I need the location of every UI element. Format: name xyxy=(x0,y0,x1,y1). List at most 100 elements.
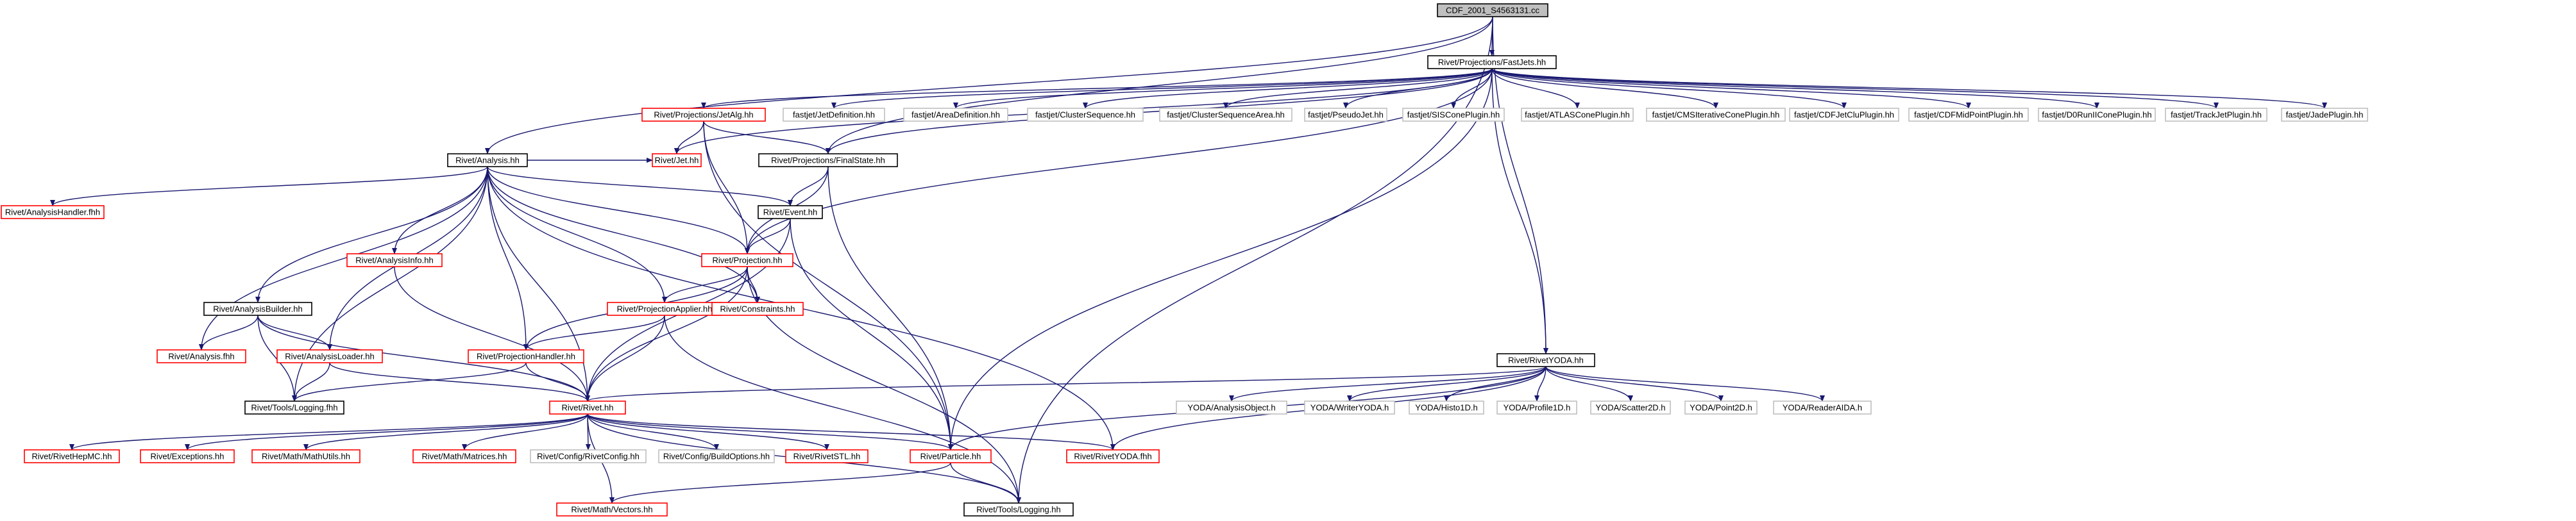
node-analysisbuilder[interactable]: Rivet/AnalysisBuilder.hh xyxy=(203,302,312,316)
edge-rivethh-to-exceptions xyxy=(185,413,588,451)
edge-analysis-to-projection xyxy=(487,166,750,254)
edge-rivetyoda-to-yodascatter xyxy=(1545,366,1633,402)
edge-fastjets-to-cdfmidpoint xyxy=(1491,68,1971,109)
node-label-yodaprofile: YODA/Profile1D.h xyxy=(1504,402,1571,412)
edge-analysis-to-projectionhandler xyxy=(487,166,529,351)
edge-jetalg-to-finalstate xyxy=(703,120,831,154)
edge-fastjets-to-clusterseqarea xyxy=(1223,68,1493,109)
node-constraints[interactable]: Rivet/Constraints.hh xyxy=(711,302,804,316)
node-box-rivetstl xyxy=(785,449,869,463)
node-box-rivetyoda xyxy=(1496,353,1595,367)
edge-rivethh-to-rivetstl xyxy=(587,413,829,451)
node-label-event: Rivet/Event.hh xyxy=(763,207,818,217)
node-toolslogginghh[interactable]: Rivet/Tools/Logging.hh xyxy=(963,502,1074,517)
node-clusterseqarea: fastjet/ClusterSequenceArea.hh xyxy=(1159,108,1292,122)
edge-jetalg-to-jet xyxy=(674,120,704,154)
node-box-atlascone xyxy=(1521,108,1634,122)
node-projection[interactable]: Rivet/Projection.hh xyxy=(701,253,793,267)
node-analysishandler[interactable]: Rivet/AnalysisHandler.fhh xyxy=(1,205,105,219)
node-label-clusterseq: fastjet/ClusterSequence.hh xyxy=(1035,110,1135,119)
node-yodaprofile: YODA/Profile1D.h xyxy=(1496,401,1577,415)
node-box-d0run xyxy=(2038,108,2156,122)
node-box-siscone xyxy=(1402,108,1505,122)
node-label-clusterseqarea: fastjet/ClusterSequenceArea.hh xyxy=(1167,110,1285,119)
node-analysisfhh[interactable]: Rivet/Analysis.fhh xyxy=(157,349,246,363)
node-box-vectors xyxy=(556,502,668,517)
edge-projection-to-projectionapplier xyxy=(662,266,748,303)
edge-projection-to-rivethh xyxy=(585,266,748,402)
node-toolsloggingfhh[interactable]: Rivet/Tools/Logging.fhh xyxy=(244,401,344,415)
node-root: CDF_2001_S4563131.cc xyxy=(1437,3,1548,17)
node-box-analysisbuilder xyxy=(203,302,312,316)
node-box-analysishandler xyxy=(1,205,105,219)
node-box-rivetyodafhh xyxy=(1066,449,1160,463)
node-box-yodaprofile xyxy=(1496,401,1577,415)
node-exceptions[interactable]: Rivet/Exceptions.hh xyxy=(140,449,235,463)
edge-projectionhandler-to-toolsloggingfhh xyxy=(292,362,527,402)
node-label-yodareader: YODA/ReaderAIDA.h xyxy=(1783,402,1862,412)
node-label-yodawriter: YODA/WriterYODA.h xyxy=(1310,402,1389,412)
node-jet[interactable]: Rivet/Jet.hh xyxy=(652,153,702,167)
edge-rivethh-to-mathutils xyxy=(303,413,588,451)
node-label-projection: Rivet/Projection.hh xyxy=(712,255,782,265)
node-label-jet: Rivet/Jet.hh xyxy=(655,155,699,165)
node-box-toolsloggingfhh xyxy=(244,401,344,415)
node-projectionhandler[interactable]: Rivet/ProjectionHandler.hh xyxy=(468,349,584,363)
node-rivethepmc[interactable]: Rivet/RivetHepMC.hh xyxy=(24,449,120,463)
node-rivetyodafhh[interactable]: Rivet/RivetYODA.fhh xyxy=(1066,449,1160,463)
node-analysisloader[interactable]: Rivet/AnalysisLoader.hh xyxy=(276,349,383,363)
node-box-projection xyxy=(701,253,793,267)
node-analysis[interactable]: Rivet/Analysis.hh xyxy=(447,153,528,167)
node-box-analysisfhh xyxy=(157,349,246,363)
node-box-jade xyxy=(2281,108,2368,122)
node-analysisinfo[interactable]: Rivet/AnalysisInfo.hh xyxy=(346,253,443,267)
node-finalstate[interactable]: Rivet/Projections/FinalState.hh xyxy=(758,153,898,167)
node-rivetstl[interactable]: Rivet/RivetSTL.hh xyxy=(785,449,869,463)
node-matrices[interactable]: Rivet/Math/Matrices.hh xyxy=(412,449,516,463)
node-yodascatter: YODA/Scatter2D.h xyxy=(1590,401,1671,415)
edge-fastjets-to-atlascone xyxy=(1491,68,1580,109)
node-box-matrices xyxy=(412,449,516,463)
node-particle[interactable]: Rivet/Particle.hh xyxy=(910,449,992,463)
node-label-siscone: fastjet/SISConePlugin.hh xyxy=(1407,110,1500,119)
node-event[interactable]: Rivet/Event.hh xyxy=(758,205,823,219)
node-mathutils[interactable]: Rivet/Math/MathUtils.hh xyxy=(251,449,360,463)
node-trackjet: fastjet/TrackJetPlugin.hh xyxy=(2165,108,2267,122)
node-rivethh[interactable]: Rivet/Rivet.hh xyxy=(549,401,626,415)
node-box-analysis xyxy=(447,153,528,167)
node-box-clusterseq xyxy=(1027,108,1144,122)
edge-fastjets-to-particle xyxy=(948,68,1493,451)
node-label-rivetstl: Rivet/RivetSTL.hh xyxy=(793,451,861,461)
edge-projectionhandler-to-rivethh xyxy=(525,362,590,402)
node-box-cdfmidpoint xyxy=(1908,108,2029,122)
node-box-buildoptions xyxy=(658,449,775,463)
node-clusterseq: fastjet/ClusterSequence.hh xyxy=(1027,108,1144,122)
node-siscone: fastjet/SISConePlugin.hh xyxy=(1402,108,1505,122)
edge-particle-to-toolslogginghh xyxy=(950,462,1021,504)
node-box-jet xyxy=(652,153,702,167)
node-jetalg[interactable]: Rivet/Projections/JetAlg.hh xyxy=(641,108,766,122)
node-label-cmscone: fastjet/CMSIterativeConePlugin.hh xyxy=(1652,110,1780,119)
node-cdfmidpoint: fastjet/CDFMidPointPlugin.hh xyxy=(1908,108,2029,122)
node-projectionapplier[interactable]: Rivet/ProjectionApplier.hh xyxy=(607,302,722,316)
node-label-exceptions: Rivet/Exceptions.hh xyxy=(151,451,225,461)
node-box-rivetconfig xyxy=(530,449,647,463)
node-box-toolslogginghh xyxy=(963,502,1074,517)
edge-rivethh-to-buildoptions xyxy=(587,413,719,451)
edge-fastjets-to-cdfjetclu xyxy=(1491,68,1847,109)
node-box-rivethh xyxy=(549,401,626,415)
node-vectors[interactable]: Rivet/Math/Vectors.hh xyxy=(556,502,668,517)
node-fastjets[interactable]: Rivet/Projections/FastJets.hh xyxy=(1427,55,1557,69)
node-box-particle xyxy=(910,449,992,463)
node-rivetconfig: Rivet/Config/RivetConfig.hh xyxy=(530,449,647,463)
edge-rivetyoda-to-yodapoint xyxy=(1545,366,1724,402)
edge-fastjets-to-jade xyxy=(1491,68,2327,109)
edge-fastjets-to-cmscone xyxy=(1491,68,1718,109)
edge-rivetyoda-to-yodaprofile xyxy=(1534,366,1546,402)
edge-analysisbuilder-to-toolsloggingfhh xyxy=(257,315,297,402)
node-rivetyoda[interactable]: Rivet/RivetYODA.hh xyxy=(1496,353,1595,367)
node-label-rivetconfig: Rivet/Config/RivetConfig.hh xyxy=(537,451,640,461)
node-label-constraints: Rivet/Constraints.hh xyxy=(720,304,795,313)
edge-root-to-rivetyoda xyxy=(1492,16,1548,354)
edge-rivethh-to-rivetyodafhh xyxy=(587,413,1115,451)
